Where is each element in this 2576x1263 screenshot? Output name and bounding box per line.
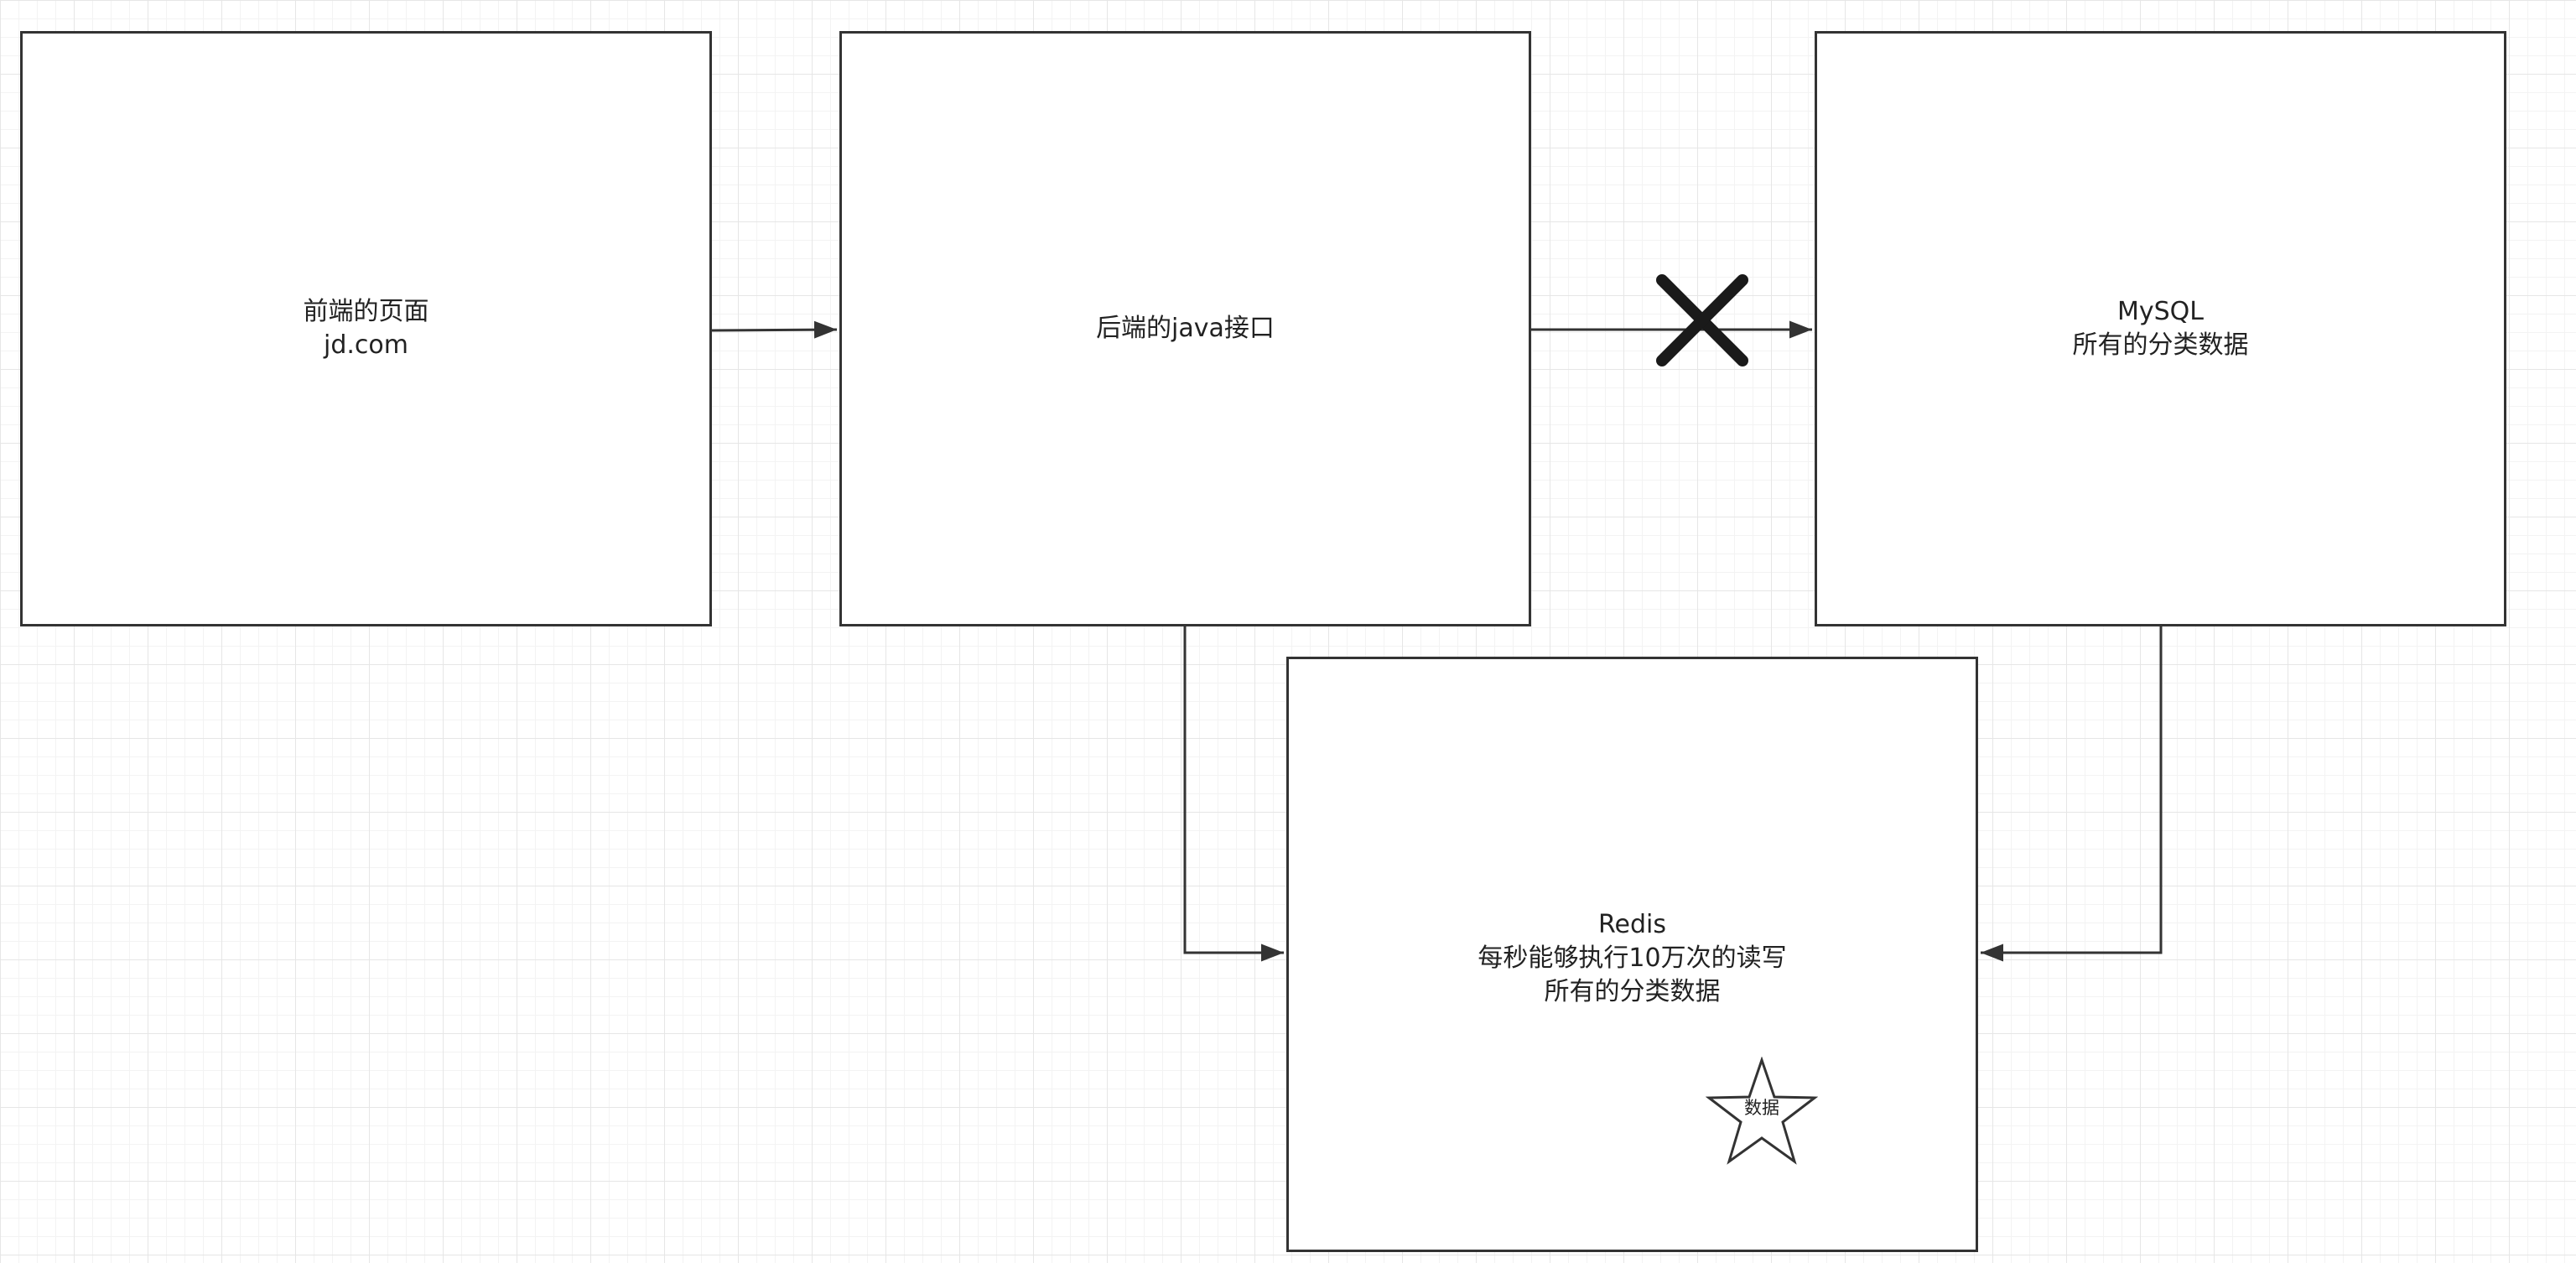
redis-label-line: 所有的分类数据 — [1544, 977, 1721, 1006]
backend-label-line: 后端的java接口 — [1096, 314, 1275, 343]
edge-mysql-to-redis[interactable] — [1981, 626, 2163, 962]
data-star-shape[interactable]: 数据 — [1706, 1057, 1818, 1166]
redis-node-label: Redis 每秒能够执行10万次的读写 所有的分类数据 — [1478, 908, 1786, 1009]
frontend-page-node[interactable]: 前端的页面 jd.com — [20, 31, 712, 626]
redis-label-line: Redis — [1598, 910, 1666, 939]
frontend-label-line: 前端的页面 — [303, 297, 429, 326]
star-icon — [1706, 1057, 1818, 1165]
frontend-label-line: jd.com — [324, 330, 408, 360]
frontend-node-label: 前端的页面 jd.com — [304, 295, 429, 362]
mysql-node[interactable]: MySQL 所有的分类数据 — [1815, 31, 2506, 626]
backend-java-api-node[interactable]: 后端的java接口 — [839, 31, 1531, 626]
edge-backend-to-redis[interactable] — [1183, 626, 1284, 962]
redis-node[interactable]: Redis 每秒能够执行10万次的读写 所有的分类数据 — [1286, 657, 1978, 1252]
mysql-node-label: MySQL 所有的分类数据 — [2073, 295, 2249, 362]
mysql-label-line: MySQL — [2116, 297, 2204, 326]
backend-node-label: 后端的java接口 — [1096, 312, 1275, 346]
redis-label-line: 每秒能够执行10万次的读写 — [1478, 943, 1787, 973]
cross-icon — [1656, 274, 1748, 366]
star-label: 数据 — [1744, 1098, 1779, 1118]
mysql-label-line: 所有的分类数据 — [2072, 330, 2249, 360]
